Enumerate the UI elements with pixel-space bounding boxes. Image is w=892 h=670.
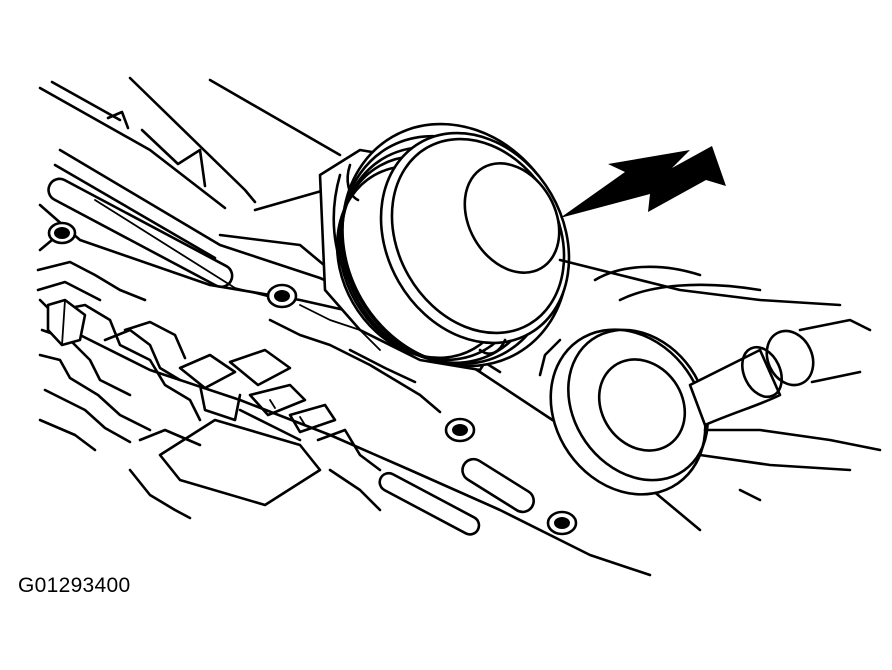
- fluid-pipe: [688, 318, 882, 502]
- housing-outline: [38, 76, 362, 292]
- indicator-arrow: [560, 146, 726, 218]
- fluid-channels: [36, 260, 442, 520]
- bolt-upper-left: [47, 221, 77, 245]
- bolt-lower-center: [444, 417, 476, 443]
- figure-id-label: G01293400: [18, 574, 131, 597]
- bolt-lower-right: [546, 510, 578, 536]
- bolt-heads: [47, 221, 578, 536]
- servo-cover: [538, 258, 842, 496]
- bolt-center: [266, 283, 298, 309]
- accumulator-piston: [335, 122, 571, 368]
